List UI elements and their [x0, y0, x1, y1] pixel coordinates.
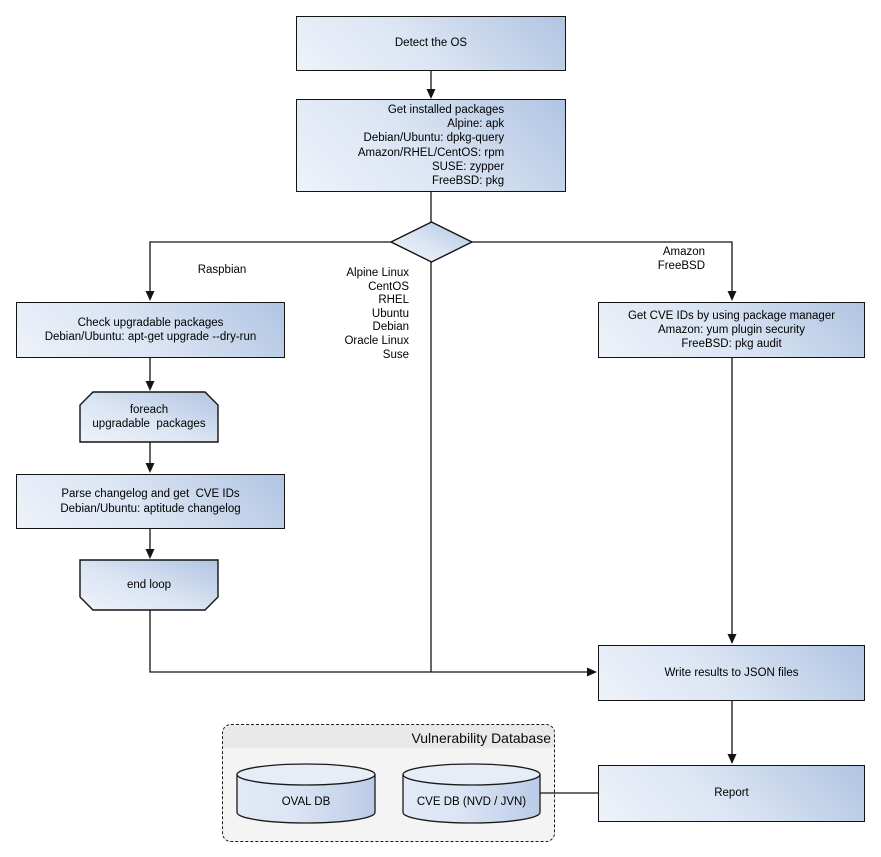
- loop-start-label: foreach upgradable packages: [92, 403, 206, 430]
- node-check-upgradable-packages: Check upgradable packages Debian/Ubuntu:…: [16, 302, 285, 358]
- arrowhead-into-parse: [145, 463, 155, 473]
- edge-endloop-to-write-results: [149, 610, 588, 673]
- node-write-results: Write results to JSON files: [598, 645, 865, 701]
- cve-db-cylinder: [402, 763, 541, 824]
- node-parse-changelog-label: Parse changelog and get CVE IDs Debian/U…: [60, 488, 241, 515]
- arrowhead-into-check-upgradable: [145, 291, 155, 301]
- vulnerability-database-titlebar: Vulnerability Database: [223, 725, 554, 748]
- arrowhead-into-packages: [426, 89, 436, 99]
- arrowhead-into-report: [727, 754, 737, 764]
- node-get-cve-ids-label: Get CVE IDs by using package manager Ama…: [627, 309, 836, 351]
- oval-db-cylinder-body: [236, 773, 376, 824]
- edge-label-amazon-freebsd: Amazon FreeBSD: [657, 246, 705, 272]
- node-check-upgradable-packages-label: Check upgradable packages Debian/Ubuntu:…: [44, 316, 257, 343]
- cve-db-label: CVE DB (NVD / JVN): [416, 795, 527, 808]
- node-parse-changelog: Parse changelog and get CVE IDs Debian/U…: [16, 474, 285, 529]
- oval-db-cylinder-top: [236, 763, 376, 786]
- oval-db-label: OVAL DB: [281, 795, 331, 808]
- arrowhead-into-endloop: [145, 549, 155, 559]
- arrowhead-into-foreach: [145, 381, 155, 391]
- node-get-cve-ids: Get CVE IDs by using package manager Ama…: [598, 302, 865, 358]
- loop-end-label: end loop: [126, 578, 172, 591]
- vulnerability-database-title: Vulnerability Database: [411, 729, 551, 746]
- edge-decision-to-check-upgradable: [149, 241, 392, 292]
- edge-decision-to-get-cve: [472, 241, 733, 292]
- cve-db-cylinder-body: [402, 773, 541, 824]
- loop-end-shape: [79, 559, 219, 611]
- node-report-label: Report: [714, 787, 749, 800]
- node-get-installed-packages-label: Get installed packages Alpine: apk Debia…: [357, 103, 505, 187]
- edge-label-raspbian: Raspbian: [197, 264, 247, 276]
- cve-db-cylinder-top: [402, 763, 541, 786]
- oval-db-cylinder: [236, 763, 376, 824]
- node-write-results-label: Write results to JSON files: [664, 666, 799, 679]
- node-get-installed-packages: Get installed packages Alpine: apk Debia…: [296, 99, 566, 192]
- arrowhead-into-write-results-left: [587, 667, 597, 677]
- node-report: Report: [598, 765, 865, 822]
- node-detect-os: Detect the OS: [296, 16, 566, 71]
- loop-start-shape: [79, 391, 219, 443]
- arrowhead-into-write-results-top: [727, 634, 737, 644]
- edge-label-os-list: Alpine Linux CentOS RHEL Ubuntu Debian O…: [344, 267, 409, 361]
- os-decision-diamond: [389, 221, 474, 263]
- node-detect-os-label: Detect the OS: [394, 37, 468, 50]
- arrowhead-into-get-cve: [727, 291, 737, 301]
